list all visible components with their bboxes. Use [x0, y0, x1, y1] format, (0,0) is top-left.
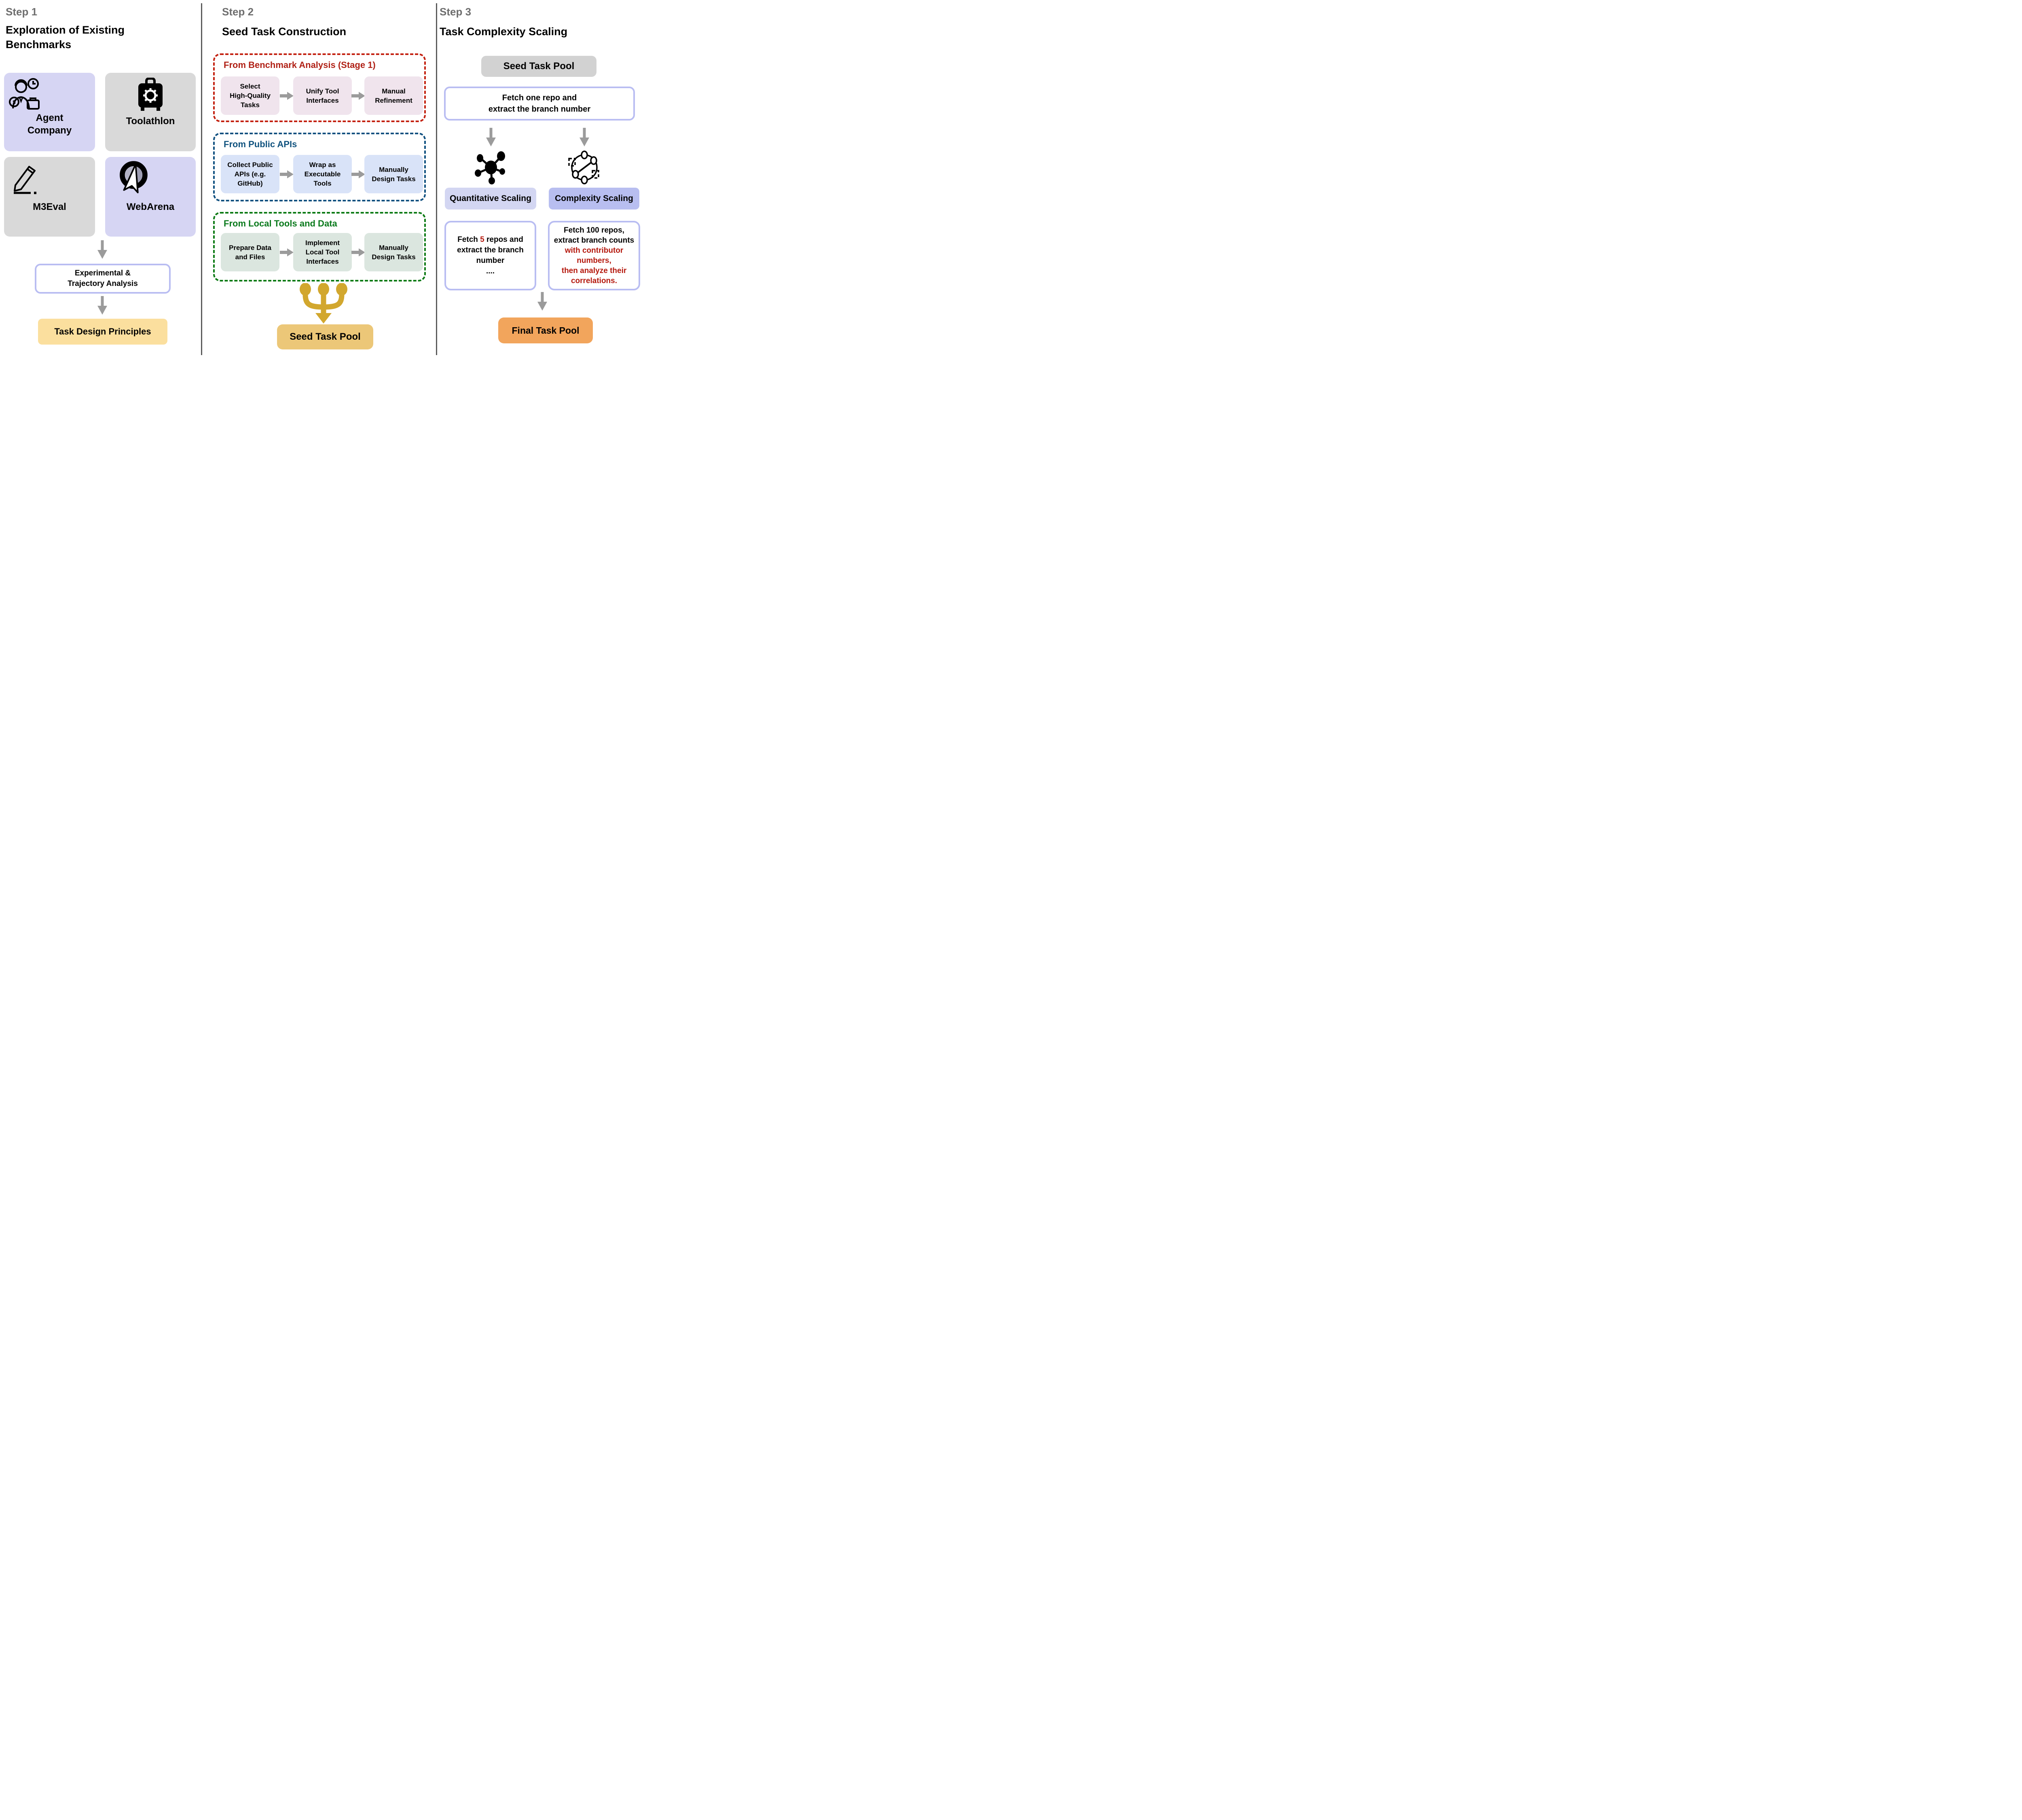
fetch-hundred-red-line: then analyze their — [561, 267, 627, 275]
fetch-five-dots: .... — [486, 267, 495, 275]
right-arrow-icon — [351, 248, 365, 256]
column-divider-2 — [436, 3, 437, 355]
benchmark-card-webarena: WebArena — [105, 157, 196, 237]
svg-text:$: $ — [13, 99, 16, 105]
right-arrow-icon — [351, 92, 365, 100]
analysis-box: Experimental & Trajectory Analysis — [35, 264, 171, 294]
right-arrow-icon — [351, 170, 365, 178]
fetch-hundred-line2: extract branch counts — [554, 236, 635, 245]
network-graph-icon — [568, 150, 599, 184]
group-title: From Local Tools and Data — [224, 218, 337, 229]
step2-title: Seed Task Construction — [222, 25, 347, 38]
fetch-five-line2: extract the branch — [457, 246, 524, 254]
step3-label: Step 3 — [440, 6, 472, 18]
group-from-local-tools: From Local Tools and Data Prepare Data a… — [213, 212, 426, 281]
group-item: Manual Refinement — [364, 76, 423, 115]
card-label: Agent Company — [27, 112, 72, 136]
fetch-five-line1: Fetch 5 repos and — [457, 235, 523, 244]
fetch-one-repo-box: Fetch one repo and extract the branch nu… — [444, 87, 635, 121]
column-divider-1 — [201, 3, 202, 355]
down-arrow-icon — [580, 128, 589, 146]
complexity-scaling-box: Complexity Scaling — [549, 188, 639, 210]
task-design-principles-box: Task Design Principles — [38, 319, 167, 345]
fetch-hundred-red-line: with contributor — [565, 246, 624, 255]
globe-cursor-icon — [120, 161, 148, 193]
seed-task-pool-box: Seed Task Pool — [277, 324, 373, 349]
group-item: Manually Design Tasks — [364, 155, 423, 193]
fetch-hundred-red-line: numbers, — [577, 256, 611, 265]
suitcase-gear-icon — [138, 78, 163, 111]
quantitative-scaling-box: Quantitative Scaling — [445, 188, 536, 210]
hub-spokes-icon — [475, 151, 505, 184]
highlighted-number: 5 — [480, 235, 484, 244]
trident-merge-arrow-icon — [300, 283, 347, 324]
person-with-headset-clock-coin-briefcase-icon: $ — [9, 78, 40, 110]
benchmark-card-m3eval: M3Eval — [4, 157, 95, 237]
fetch-hundred-line1: Fetch 100 repos, — [564, 226, 624, 235]
fetch-hundred-repos-box: Fetch 100 repos, extract branch counts w… — [548, 221, 640, 290]
group-item: Manually Design Tasks — [364, 233, 423, 271]
group-item: Wrap as Executable Tools — [293, 155, 352, 193]
card-label: Toolathlon — [126, 116, 175, 127]
group-item: Select High-Quality Tasks — [221, 76, 279, 115]
step3-title: Task Complexity Scaling — [440, 25, 568, 38]
card-label: M3Eval — [33, 201, 66, 212]
card-label: WebArena — [126, 201, 175, 212]
step2-label: Step 2 — [222, 6, 254, 18]
group-item: Unify Tool Interfaces — [293, 76, 352, 115]
step1-title: Exploration of Existing Benchmarks — [6, 24, 125, 51]
group-title: From Benchmark Analysis (Stage 1) — [224, 60, 376, 70]
right-arrow-icon — [280, 170, 294, 178]
step1-label: Step 1 — [6, 6, 38, 18]
down-arrow-icon — [486, 128, 496, 146]
down-arrow-icon — [537, 292, 547, 311]
right-arrow-icon — [280, 92, 294, 100]
down-arrow-icon — [97, 240, 107, 259]
seed-task-pool-gray-box: Seed Task Pool — [481, 56, 596, 77]
fetch-hundred-red-line: correlations. — [571, 277, 618, 285]
group-from-public-apis: From Public APIs Collect Public APIs (e.… — [213, 133, 426, 201]
down-arrow-icon — [97, 296, 107, 315]
fetch-five-line3: number — [476, 256, 505, 265]
benchmark-card-agent-company: $ Agent Company — [4, 73, 95, 151]
group-title: From Public APIs — [224, 139, 297, 149]
benchmark-card-toolathlon: Toolathlon — [105, 73, 196, 151]
group-item: Collect Public APIs (e.g. GitHub) — [221, 155, 279, 193]
pipeline-diagram: Step 1 Exploration of Existing Benchmark… — [0, 0, 647, 364]
final-task-pool-box: Final Task Pool — [498, 317, 593, 343]
group-item: Implement Local Tool Interfaces — [293, 233, 352, 271]
right-arrow-icon — [280, 248, 294, 256]
fetch-five-repos-box: Fetch 5 repos and extract the branch num… — [444, 221, 536, 290]
pencil-icon — [14, 166, 36, 194]
group-from-benchmark-analysis: From Benchmark Analysis (Stage 1) Select… — [213, 53, 426, 122]
group-item: Prepare Data and Files — [221, 233, 279, 271]
